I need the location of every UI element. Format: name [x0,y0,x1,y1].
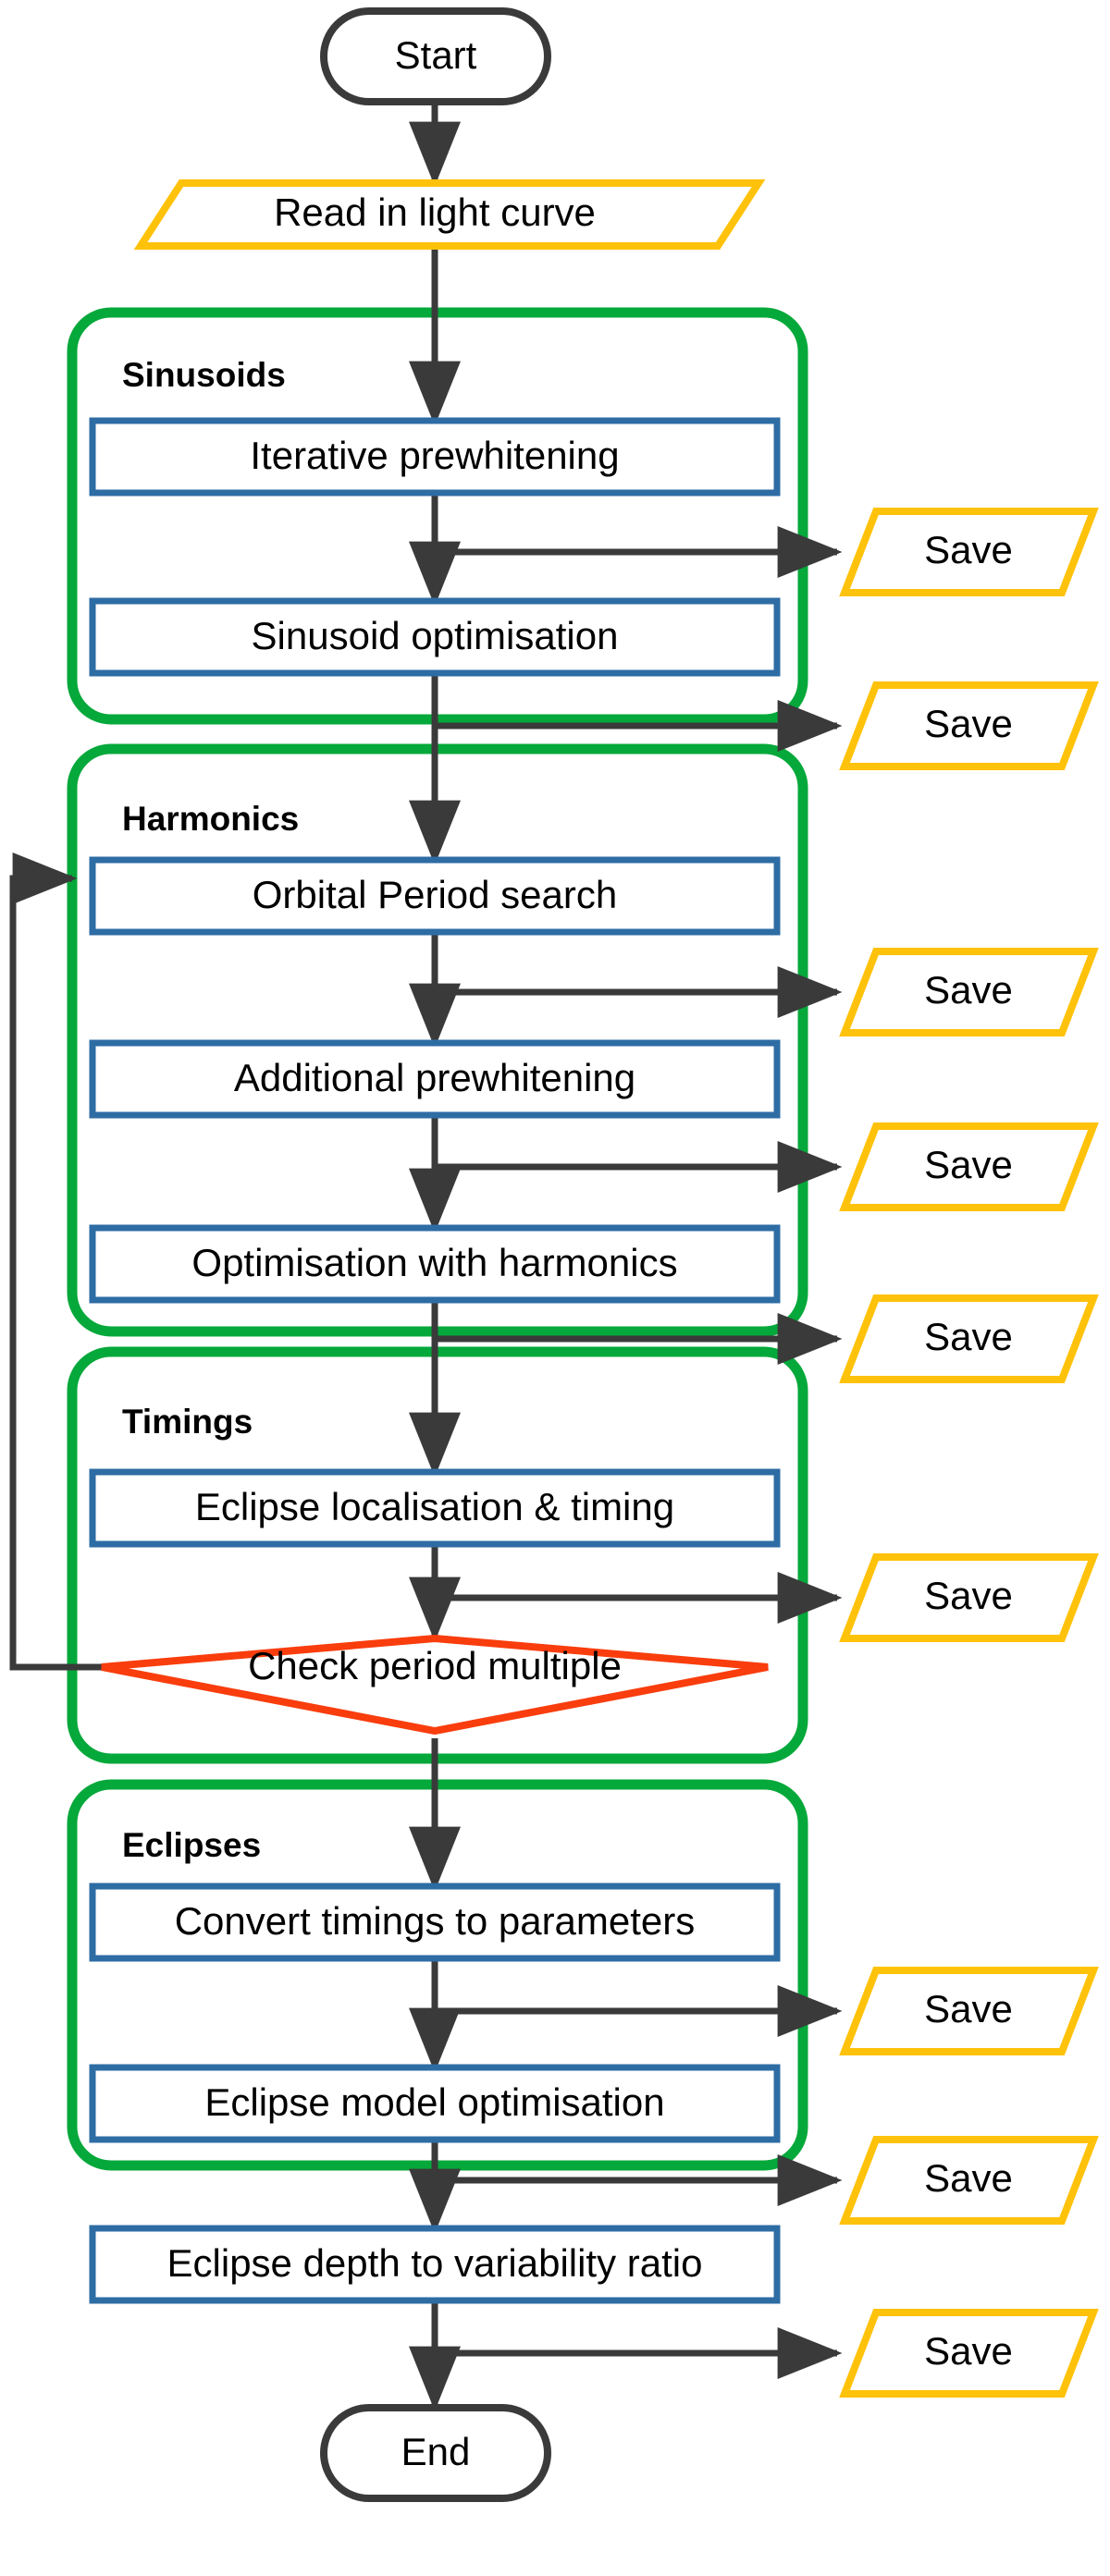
save-6-label: Save [924,1574,1013,1617]
save-7-label: Save [924,1987,1013,2030]
save-node-4[interactable]: Save [839,1122,1099,1211]
save-8-label: Save [924,2156,1013,2200]
eclipse-depth-to-variability-ratio-label: Eclipse depth to variability ratio [167,2241,703,2285]
node-check-period-multiple[interactable]: Check period multiple [101,1634,769,1736]
node-iterative-prewhitening[interactable]: Iterative prewhitening [89,417,781,497]
check-period-multiple-label: Check period multiple [248,1644,622,1687]
node-sinusoid-optimisation[interactable]: Sinusoid optimisation [89,597,781,677]
group-sinusoids-label: Sinusoids [122,356,286,394]
save-node-9[interactable]: Save [839,2309,1099,2398]
node-end[interactable]: End [320,2404,551,2502]
save-9-label: Save [924,2329,1013,2373]
convert-timings-to-parameters-shape [89,1883,781,1962]
additional-prewhitening-label: Additional prewhitening [234,1056,635,1099]
node-additional-prewhitening[interactable]: Additional prewhitening [89,1039,781,1119]
save-node-5[interactable]: Save [839,1294,1099,1383]
optimisation-with-harmonics-label: Optimisation with harmonics [191,1241,677,1284]
optimisation-with-harmonics-shape [89,1224,781,1304]
save-node-3[interactable]: Save [839,948,1099,1037]
node-eclipse-depth-to-variability-ratio[interactable]: Eclipse depth to variability ratio [89,2225,781,2304]
save-node-6[interactable]: Save [839,1553,1099,1642]
edges [9,104,843,2411]
save-7-shape [839,1967,1099,2055]
eclipse-depth-to-variability-ratio-shape [89,2225,781,2304]
save-5-label: Save [924,1315,1013,1358]
save-4-shape [839,1122,1099,1211]
convert-timings-to-parameters-label: Convert timings to parameters [175,1899,696,1943]
save-6-shape [839,1553,1099,1642]
check-period-multiple-shape [101,1634,769,1736]
read-light-curve-shape [133,179,766,250]
start-shape [320,7,551,105]
save-2-label: Save [924,702,1013,745]
save-8-shape [839,2136,1099,2225]
save-4-label: Save [924,1143,1013,1186]
sinusoid-optimisation-shape [89,597,781,677]
save-2-shape [839,681,1099,770]
save-node-8[interactable]: Save [839,2136,1099,2225]
node-eclipse-localisation-timing[interactable]: Eclipse localisation & timing [89,1468,781,1548]
node-orbital-period-search[interactable]: Orbital Period search [89,856,781,936]
orbital-period-search-label: Orbital Period search [253,873,618,916]
save-5-shape [839,1294,1099,1383]
additional-prewhitening-shape [89,1039,781,1119]
eclipse-localisation-timing-label: Eclipse localisation & timing [195,1485,674,1528]
save-node-2[interactable]: Save [839,681,1099,770]
node-read-in-light-curve[interactable]: Read in light curve [133,179,766,250]
node-start[interactable]: Start [320,7,551,105]
node-eclipse-model-optimisation[interactable]: Eclipse model optimisation [89,2064,781,2143]
start-label: Start [395,33,477,77]
save-node-7[interactable]: Save [839,1967,1099,2055]
sinusoid-optimisation-label: Sinusoid optimisation [252,614,619,657]
node-optimisation-with-harmonics[interactable]: Optimisation with harmonics [89,1224,781,1304]
iterative-prewhitening-shape [89,417,781,497]
group-harmonics-label: Harmonics [122,800,299,838]
save-3-shape [839,948,1099,1037]
save-3-label: Save [924,968,1013,1012]
save-1-shape [839,508,1099,596]
save-1-label: Save [924,528,1013,571]
eclipse-model-optimisation-shape [89,2064,781,2143]
end-shape [320,2404,551,2502]
save-9-shape [839,2309,1099,2398]
read-light-curve-label: Read in light curve [274,190,596,234]
group-eclipses-label: Eclipses [122,1826,261,1864]
orbital-period-search-shape [89,856,781,936]
eclipse-model-optimisation-label: Eclipse model optimisation [204,2080,664,2124]
eclipse-localisation-timing-shape [89,1468,781,1548]
group-timings-label: Timings [122,1403,253,1441]
node-convert-timings-to-parameters[interactable]: Convert timings to parameters [89,1883,781,1962]
end-label: End [401,2430,471,2473]
iterative-prewhitening-label: Iterative prewhitening [250,434,619,477]
edge-feedback-check-to-orbital [9,853,102,1671]
save-node-1[interactable]: Save [839,508,1099,596]
